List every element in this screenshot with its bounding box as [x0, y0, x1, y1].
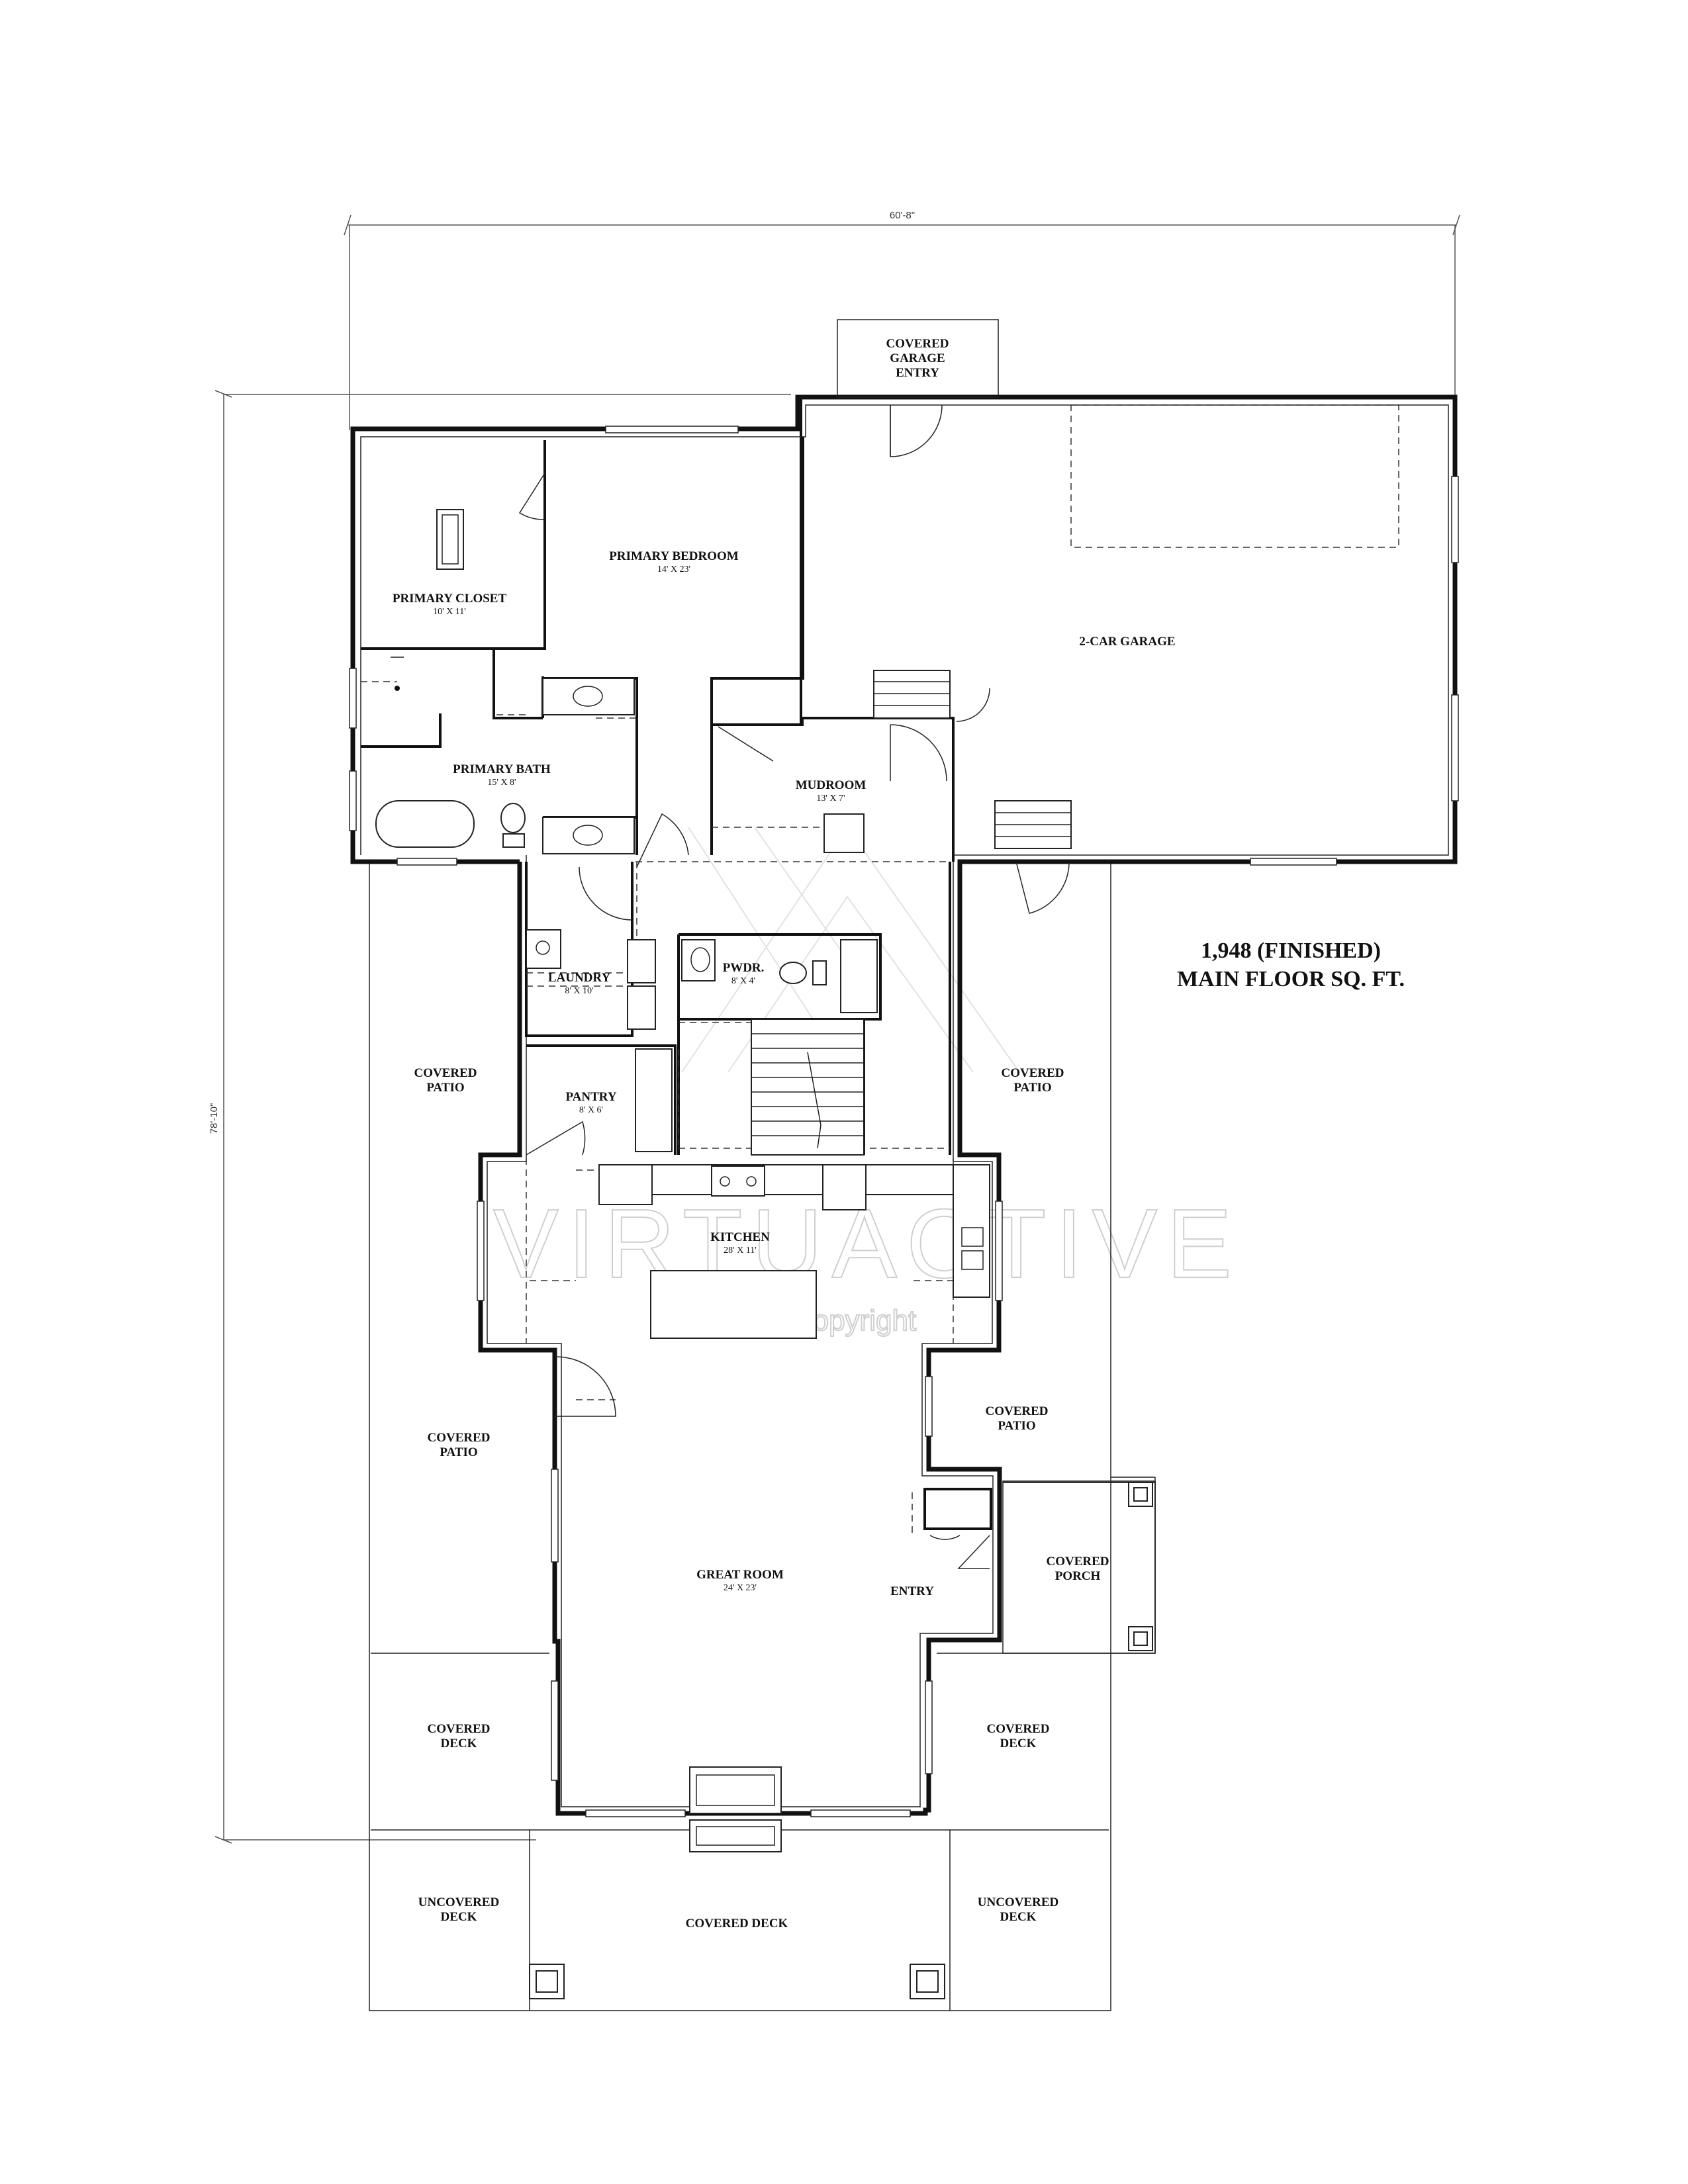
laundry-label: LAUNDRY — [548, 971, 611, 985]
powder-label: PWDR. — [723, 961, 765, 975]
primary-bath-size: 15' X 8' — [487, 778, 516, 788]
primary-closet-label: PRIMARY CLOSET — [393, 592, 507, 606]
posts — [529, 1482, 1153, 1999]
garage-entry-label-3: ENTRY — [896, 366, 939, 380]
garage-entry-label-1: COVERED — [886, 337, 949, 351]
width-dimension: 60'-8" — [890, 210, 915, 221]
covered-deck-label: COVERED DECK — [686, 1917, 788, 1931]
mudroom-label: MUDROOM — [796, 778, 867, 792]
patio-east-upper-label-1: COVERED — [1001, 1066, 1064, 1080]
mudroom-size: 13' X 7' — [816, 794, 845, 803]
deck-east-label-2: DECK — [1000, 1737, 1037, 1751]
entry-label: ENTRY — [890, 1584, 934, 1598]
exterior-walls — [350, 394, 1458, 1816]
garage-entry-label-2: GARAGE — [890, 351, 945, 365]
porch-label-2: PORCH — [1055, 1569, 1101, 1583]
powder-size: 8' X 4' — [731, 976, 755, 986]
sqft-line-1: 1,948 (FINISHED) — [1201, 938, 1381, 963]
patio-west-lower-label-2: PATIO — [440, 1445, 477, 1459]
fixtures — [375, 509, 1072, 1852]
garage-entry-outline — [837, 319, 999, 398]
windows — [349, 426, 1459, 1817]
room-labels: COVERED GARAGE ENTRY PRIMARY BEDROOM 14'… — [393, 337, 1176, 1931]
patio-east-lower-label-2: PATIO — [998, 1419, 1035, 1433]
sqft-line-2: MAIN FLOOR SQ. FT. — [1177, 967, 1405, 991]
pantry-size: 8' X 6' — [579, 1105, 603, 1115]
deck-west-label-2: DECK — [441, 1737, 477, 1751]
doors — [518, 404, 1070, 1569]
great-room-label: GREAT ROOM — [696, 1568, 784, 1582]
dimension-lines — [214, 214, 1460, 1844]
laundry-size: 8' X 10' — [565, 986, 593, 996]
garage-label: 2-CAR GARAGE — [1079, 635, 1175, 649]
patio-east-lower-label-1: COVERED — [985, 1404, 1048, 1418]
patio-west-lower-label-1: COVERED — [427, 1431, 490, 1445]
depth-dimension: 78'-10" — [209, 1103, 220, 1134]
primary-closet-size: 10' X 11' — [433, 607, 466, 617]
kitchen-label: KITCHEN — [710, 1230, 770, 1244]
uncovered-east-label-1: UNCOVERED — [978, 1895, 1058, 1909]
uncovered-east-label-2: DECK — [1000, 1910, 1037, 1924]
great-room-size: 24' X 23' — [724, 1583, 757, 1593]
outdoor-areas — [369, 862, 1156, 2011]
uncovered-west-label-2: DECK — [441, 1910, 477, 1924]
deck-east-label-1: COVERED — [986, 1722, 1049, 1736]
kitchen-size: 28' X 11' — [724, 1246, 757, 1255]
porch-label-1: COVERED — [1046, 1555, 1109, 1569]
patio-west-upper-label-2: PATIO — [426, 1081, 464, 1095]
patio-east-upper-label-2: PATIO — [1013, 1081, 1051, 1095]
pantry-label: PANTRY — [565, 1090, 616, 1104]
deck-west-label-1: COVERED — [427, 1722, 490, 1736]
watermark-brand: VIRTUACTIVE — [493, 1189, 1241, 1298]
patio-west-upper-label-1: COVERED — [414, 1066, 477, 1080]
primary-bedroom-size: 14' X 23' — [657, 565, 690, 574]
primary-bedroom-label: PRIMARY BEDROOM — [609, 549, 739, 563]
primary-bath-label: PRIMARY BATH — [453, 762, 551, 776]
uncovered-west-label-1: UNCOVERED — [418, 1895, 499, 1909]
watermark: VIRTUACTIVE Copyright — [492, 826, 1241, 1338]
